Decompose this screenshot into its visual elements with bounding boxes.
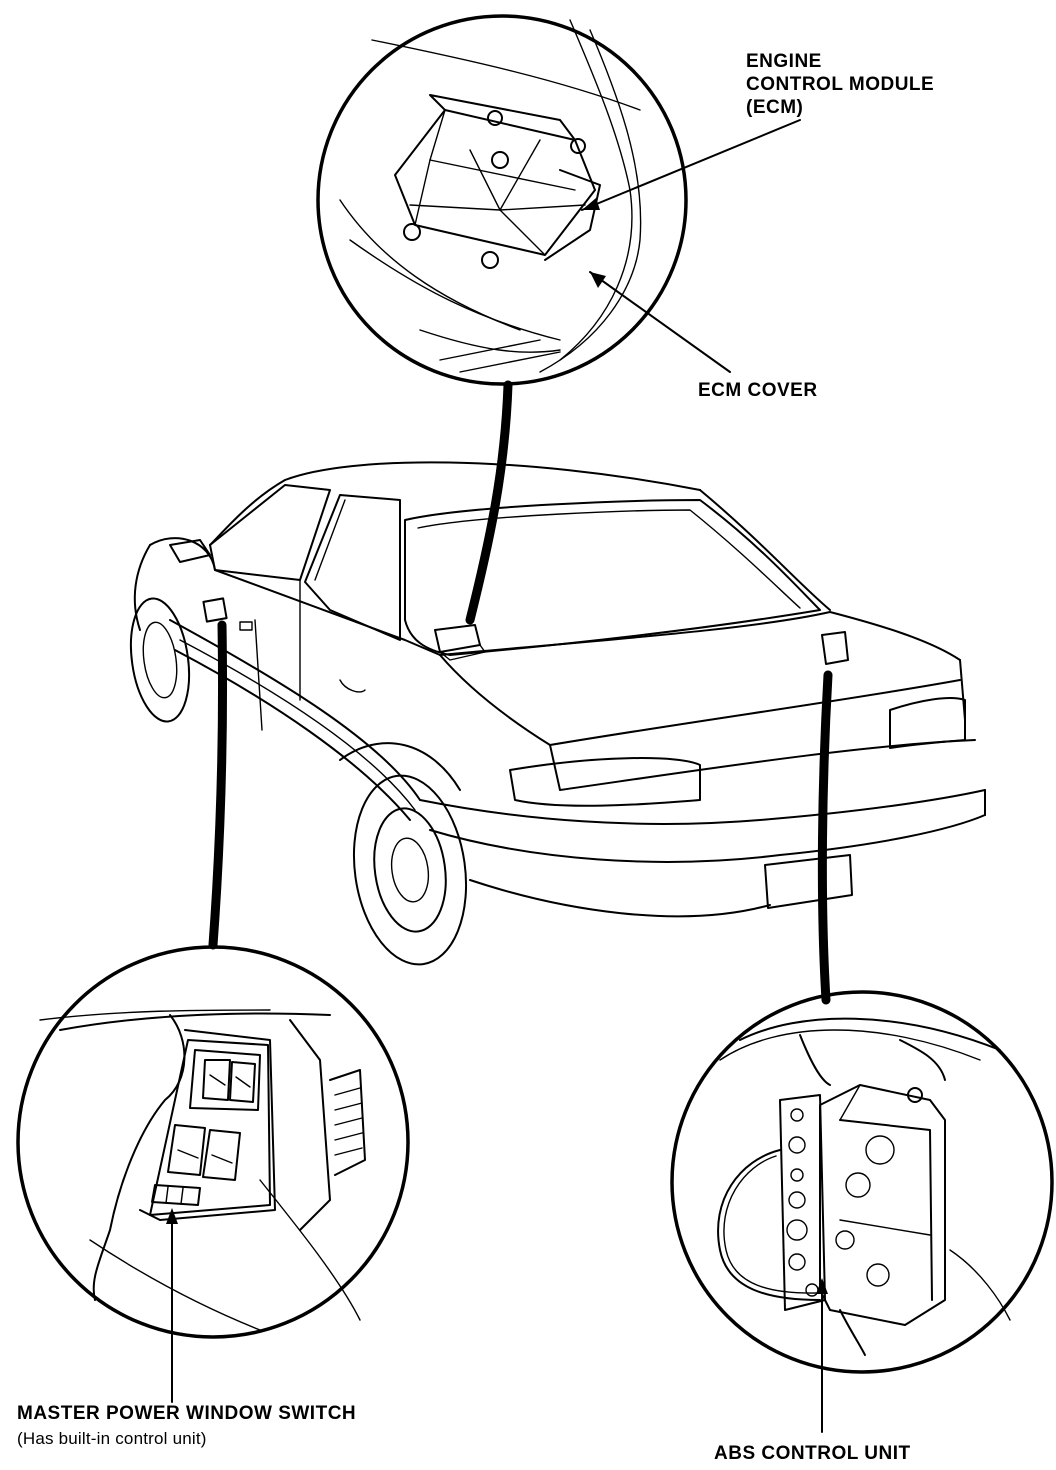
abs-leader <box>817 670 833 1005</box>
ecm-cover-arrowhead <box>590 272 606 288</box>
ecm-leader <box>465 380 513 625</box>
window-switch-arrowhead <box>166 1208 178 1224</box>
ecm-label-group <box>581 119 801 373</box>
window-switch-note: (Has built-in control unit) <box>17 1429 207 1448</box>
ecm-cover-label: ECM COVER <box>698 380 818 401</box>
abs-arrowhead <box>816 1278 828 1294</box>
abs-control-unit-label: ABS CONTROL UNIT <box>714 1443 911 1464</box>
window-switch-leader <box>208 620 228 950</box>
ecm-pointer-line <box>581 119 801 211</box>
ecm-label-line3: (ECM) <box>746 97 804 118</box>
ecm-cover-pointer-line <box>589 271 731 373</box>
ecm-label-line1: ENGINE <box>746 51 822 72</box>
ecm-label-line2: CONTROL MODULE <box>746 74 935 95</box>
window-switch-label: MASTER POWER WINDOW SWITCH <box>17 1403 357 1424</box>
abs-detail-view <box>670 990 1054 1374</box>
ecm-detail-view <box>316 14 688 386</box>
window-switch-detail-view <box>16 945 410 1339</box>
car-illustration <box>129 461 986 966</box>
ecm-arrowhead <box>582 198 600 210</box>
